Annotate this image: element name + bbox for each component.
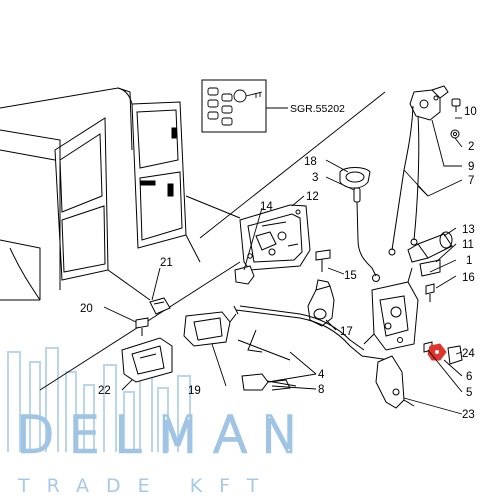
callout-11: 11 bbox=[462, 239, 474, 251]
kit-reference-code: SGR.55202 bbox=[290, 103, 345, 115]
part-24-bumper bbox=[447, 345, 463, 365]
part-19-handle bbox=[183, 311, 237, 347]
callout-12: 12 bbox=[306, 191, 319, 203]
part-2-nut bbox=[450, 129, 460, 139]
callout-21: 21 bbox=[160, 257, 173, 269]
van-rear-illustration bbox=[0, 87, 241, 301]
callout-24: 24 bbox=[462, 348, 475, 360]
callout-23: 23 bbox=[462, 409, 475, 421]
callout-10: 10 bbox=[464, 106, 477, 118]
callout-15: 15 bbox=[344, 270, 357, 282]
part-20-screw bbox=[135, 317, 149, 336]
part-10-screw bbox=[451, 98, 461, 112]
callout-16: 16 bbox=[462, 272, 475, 284]
callout-4: 4 bbox=[318, 369, 325, 381]
watermark: DELMAN TRADE KFT bbox=[7, 347, 313, 497]
lock-cylinder-kit: SGR.55202 bbox=[201, 79, 345, 133]
callout-5: 5 bbox=[466, 387, 472, 399]
part-9-bracket bbox=[409, 85, 449, 121]
callout-3: 3 bbox=[312, 172, 318, 184]
callout-17: 17 bbox=[340, 326, 353, 338]
part-6-highlighted bbox=[427, 343, 447, 361]
callout-18: 18 bbox=[304, 156, 317, 168]
leader-lines bbox=[103, 117, 463, 415]
part-1-clip bbox=[419, 259, 441, 277]
part-22-handle-housing bbox=[121, 337, 173, 383]
callout-22: 22 bbox=[98, 385, 111, 397]
part-14-plug bbox=[234, 265, 255, 285]
callout-8: 8 bbox=[318, 384, 324, 396]
door-lock-mechanism bbox=[363, 267, 419, 351]
watermark-tagline: TRADE KFT bbox=[17, 475, 275, 497]
callout-7: 7 bbox=[468, 175, 474, 187]
part-16-screw bbox=[425, 283, 435, 302]
part-3-pin bbox=[353, 187, 380, 282]
part-23-link bbox=[375, 355, 415, 409]
part-15-screw bbox=[315, 249, 331, 272]
part-7-rods bbox=[388, 105, 420, 256]
part-13-lock-cylinder bbox=[407, 231, 453, 263]
callout-1: 1 bbox=[466, 255, 472, 267]
watermark-name: DELMAN bbox=[16, 406, 313, 464]
callout-13: 13 bbox=[462, 224, 475, 236]
parts bbox=[121, 85, 463, 409]
part-21-cap bbox=[149, 297, 171, 315]
callout-9: 9 bbox=[468, 161, 474, 173]
callout-2: 2 bbox=[468, 141, 474, 153]
callouts: 10 2 9 7 18 3 12 13 11 1 16 14 15 21 20 … bbox=[80, 106, 477, 421]
callout-14: 14 bbox=[260, 201, 273, 213]
part-12-lock bbox=[239, 204, 311, 271]
callout-20: 20 bbox=[80, 303, 93, 315]
callout-19: 19 bbox=[188, 385, 201, 397]
part-8-clip bbox=[241, 373, 291, 391]
callout-6: 6 bbox=[466, 371, 472, 383]
part-17-bracket bbox=[307, 279, 335, 327]
watermark-bars bbox=[7, 347, 191, 452]
